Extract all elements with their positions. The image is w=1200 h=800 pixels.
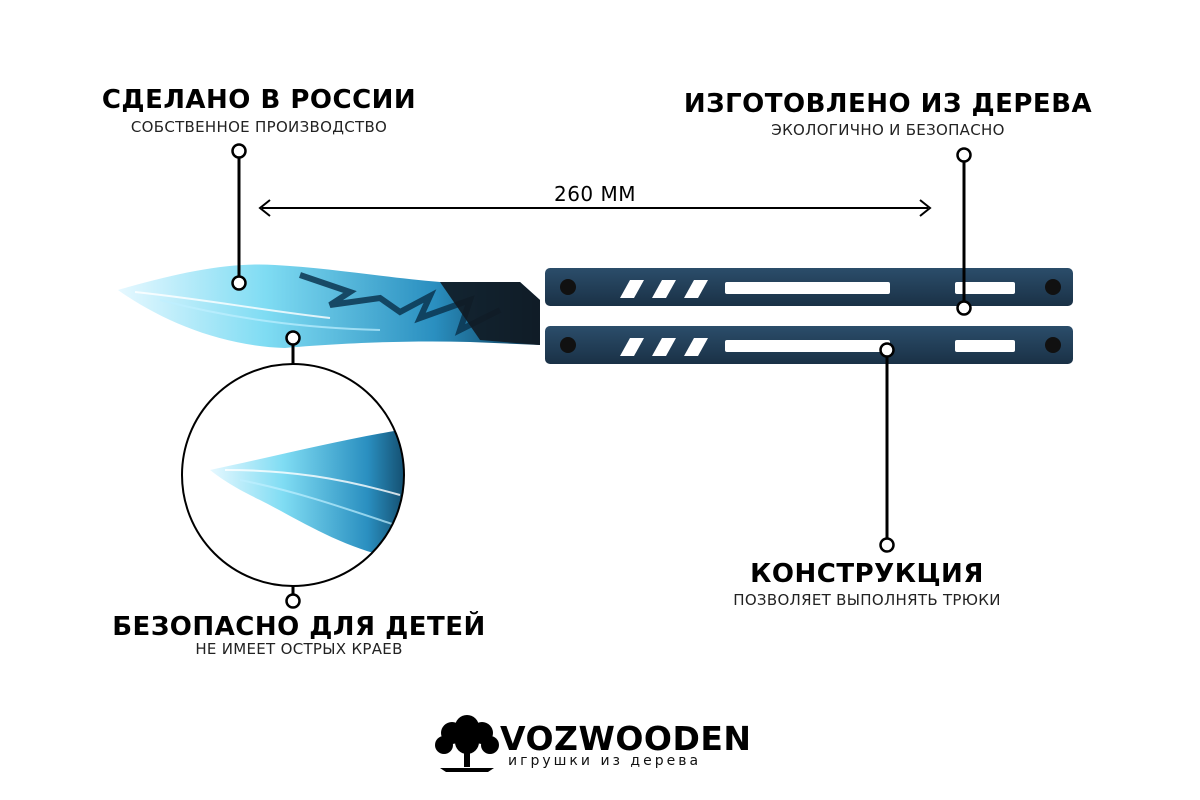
dimension-label: 260 ММ (547, 182, 643, 206)
brand-name: VOZWOODEN (500, 719, 752, 758)
safe-for-kids-title: БЕЗОПАСНО ДЛЯ ДЕТЕЙ (112, 612, 486, 642)
made-in-russia-title: СДЕЛАНО В РОССИИ (101, 85, 417, 115)
knife-handle-top (545, 268, 1073, 306)
leader-line-made-of-wood (956, 147, 972, 316)
made-of-wood-title: ИЗГОТОВЛЕНО ИЗ ДЕРЕВА (683, 89, 1093, 119)
made-in-russia-subtitle: СОБСТВЕННОЕ ПРОИЗВОДСТВО (130, 118, 388, 136)
knife-blade (118, 264, 540, 348)
made-of-wood-subtitle: ЭКОЛОГИЧНО И БЕЗОПАСНО (771, 121, 1005, 139)
construction-subtitle: ПОЗВОЛЯЕТ ВЫПОЛНЯТЬ ТРЮКИ (733, 591, 1001, 609)
dimension-arrow (258, 199, 932, 217)
safe-for-kids-subtitle: НЕ ИМЕЕТ ОСТРЫХ КРАЕВ (195, 640, 403, 658)
blade-zoom-circle (181, 363, 405, 587)
knife-handle-bottom (545, 326, 1073, 364)
construction-title: КОНСТРУКЦИЯ (750, 559, 984, 589)
leader-line-construction (879, 342, 895, 553)
brand-tagline: игрушки из дерева (508, 753, 702, 769)
leader-line-made-in-russia (231, 143, 247, 291)
leader-line-safe-for-kids (285, 330, 301, 609)
tree-icon (435, 715, 499, 772)
